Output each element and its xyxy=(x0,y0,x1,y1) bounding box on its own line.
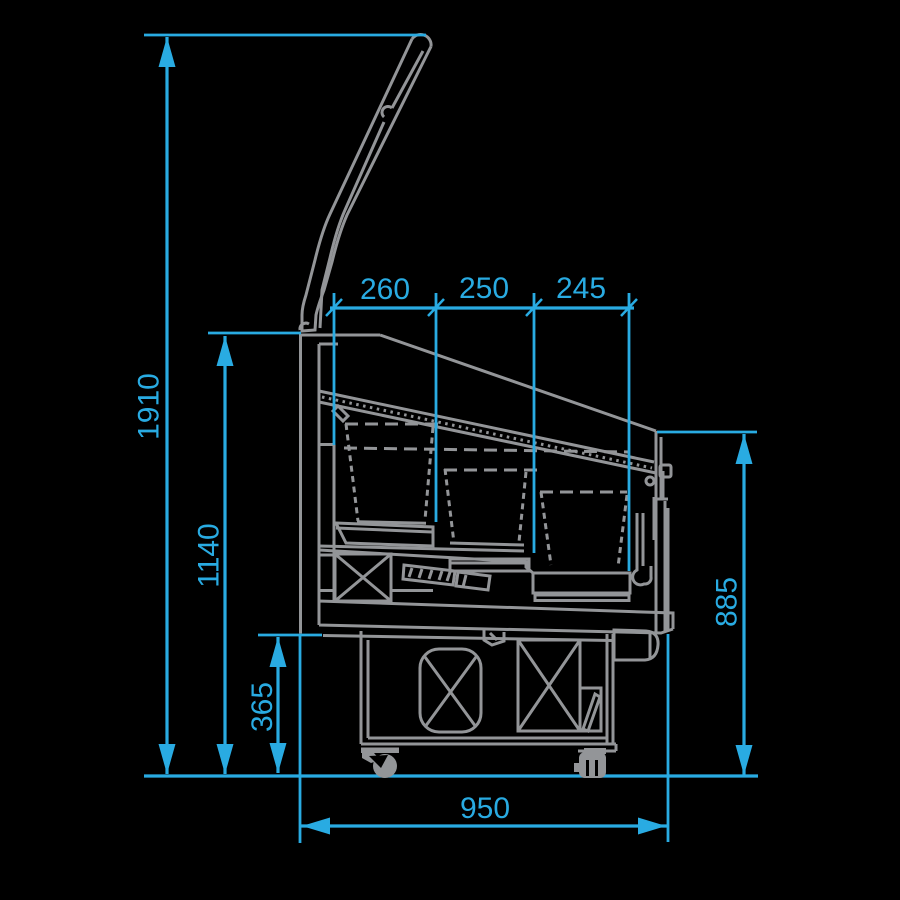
svg-text:250: 250 xyxy=(459,272,509,305)
svg-text:260: 260 xyxy=(360,273,410,306)
svg-text:1910: 1910 xyxy=(133,373,166,440)
svg-text:1140: 1140 xyxy=(193,523,226,588)
svg-text:365: 365 xyxy=(246,682,279,732)
svg-text:245: 245 xyxy=(556,272,606,305)
svg-text:950: 950 xyxy=(460,792,510,825)
svg-text:885: 885 xyxy=(711,577,744,627)
